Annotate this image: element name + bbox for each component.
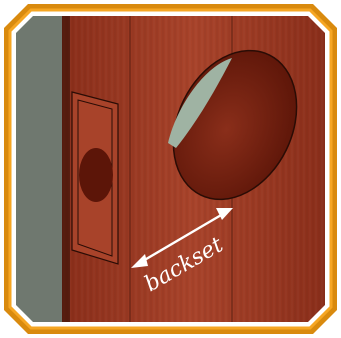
latch-bore-hole [79, 148, 113, 202]
door-edge [62, 16, 70, 322]
wall-strip [16, 16, 64, 322]
